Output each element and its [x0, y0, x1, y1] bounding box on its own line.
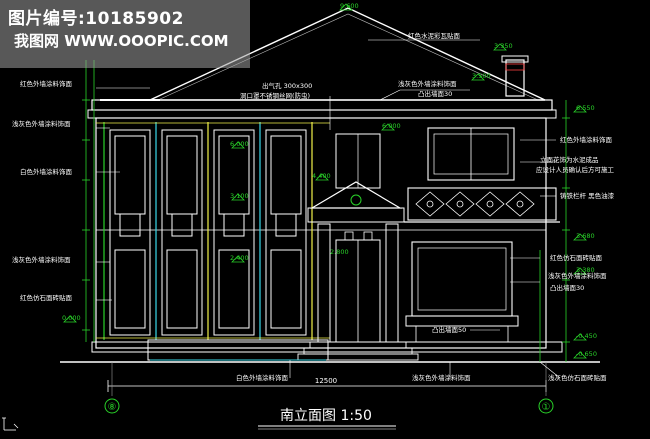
label-vent-note: 出气孔 300x300 — [262, 81, 312, 90]
watermark-site: 我图网 WWW.OOOPIC.COM — [14, 32, 229, 50]
elevation-texts: 9.600 3.350 3.500 6.550 6.000 3.100 2.40… — [62, 2, 597, 358]
elev-6000: 6.000 — [230, 140, 249, 148]
elev-2800: 2.800 — [330, 248, 349, 256]
chimney-cap — [501, 55, 529, 63]
label-red-paint-left: 红色外墙涂料饰面 — [20, 79, 73, 88]
axis-bubble-right — [538, 398, 554, 414]
lamp-right — [363, 231, 373, 241]
watermark-banner: 图片编号:10185902 我图网 WWW.OOOPIC.COM — [0, 0, 250, 68]
label-red-stone-right: 红色仿石面砖贴面 — [550, 253, 603, 262]
plinth — [91, 341, 563, 353]
elev-2400: 2.400 — [230, 254, 249, 262]
label-white-paint-bottom: 白色外墙涂料饰面 — [236, 373, 289, 382]
label-orn-note1: 立面花饰为水泥成品 — [540, 155, 599, 164]
lower-right-window-inner — [417, 247, 507, 311]
label-bump-wall-right: 凸出墙面30 — [550, 283, 584, 292]
railing-diamonds — [415, 191, 535, 217]
label-roof-tile: 红色水泥彩瓦贴面 — [408, 31, 461, 40]
label-grey-paint-bottom: 浅灰色外墙涂料饰面 — [412, 373, 471, 382]
elev-neg450: -0.450 — [576, 332, 597, 340]
elev-3350: 3.350 — [494, 42, 513, 50]
pediment-ornament — [350, 194, 362, 206]
label-grey-paint-top: 浅灰色外墙涂料饰面 — [398, 79, 457, 88]
left-dimension-chain — [82, 60, 95, 342]
bay-window-sill — [405, 315, 519, 327]
elev-4400: 4.400 — [312, 172, 331, 180]
elev-3680: 3.680 — [576, 232, 595, 240]
label-red-paint-right: 红色外墙涂料饰面 — [560, 135, 613, 144]
label-railing: 铸铁栏杆 黑色油漆 — [560, 191, 615, 200]
label-grey-paint-left2: 浅灰色外墙涂料饰面 — [12, 255, 71, 264]
elev-ridge: 9.600 — [340, 2, 359, 10]
label-bump-wall-bottom: 凸出墙面50 — [432, 325, 466, 334]
lamp-left — [344, 231, 354, 241]
axis-label-right: ① — [542, 402, 551, 413]
ucs-icon — [2, 417, 19, 431]
label-grey-paint-right: 浅灰色外墙涂料饰面 — [548, 271, 607, 280]
left-window-bays — [109, 129, 307, 336]
chimney — [505, 59, 525, 97]
elev-zero: 0.000 — [62, 314, 81, 322]
balcony-railing — [407, 187, 557, 221]
right-dimension-chain — [539, 100, 570, 362]
pilaster-lines — [103, 122, 313, 340]
total-width-dim: 12500 — [315, 377, 337, 385]
label-grey-paint-left: 浅灰色外墙涂料饰面 — [12, 119, 71, 128]
drawing-title: 南立面图 1:50 — [280, 408, 372, 424]
roof-inner-line — [157, 13, 539, 101]
axis-label-left: ⑧ — [108, 402, 117, 413]
elev-3380: 3.380 — [576, 266, 595, 274]
label-red-stone-left: 红色仿石面砖贴面 — [20, 293, 73, 302]
elev-neg650: -0.650 — [576, 350, 597, 358]
leader-lines — [96, 39, 561, 379]
elev-3500: 3.500 — [472, 72, 491, 80]
annotation-labels: 红色水泥彩瓦贴面 出气孔 300x300 洞口罩不锈钢丝网(防虫) 红色外墙涂料… — [12, 31, 615, 382]
entrance-steps — [297, 341, 419, 361]
upper-right-window-inner — [433, 133, 509, 175]
elev-6100: 6.000 — [382, 122, 401, 130]
label-orn-note2: 应设计人员确认后方可施工 — [536, 165, 615, 174]
elevation-markers — [63, 3, 587, 359]
elev-6550: 6.550 — [576, 104, 595, 112]
elev-3100: 3.100 — [230, 192, 249, 200]
chimney-vent — [505, 63, 525, 71]
label-vent-note2: 洞口罩不锈钢丝网(防虫) — [240, 91, 310, 100]
entrance-lintel — [307, 207, 405, 223]
label-white-paint-left: 白色外墙涂料饰面 — [20, 167, 73, 176]
watermark-image-id: 图片编号:10185902 — [8, 9, 184, 29]
label-bump-wall-top: 凸出墙面30 — [418, 89, 452, 98]
axis-bubble-left — [104, 398, 120, 414]
label-grey-stone-bottom: 浅灰色仿石面砖贴面 — [548, 373, 607, 382]
